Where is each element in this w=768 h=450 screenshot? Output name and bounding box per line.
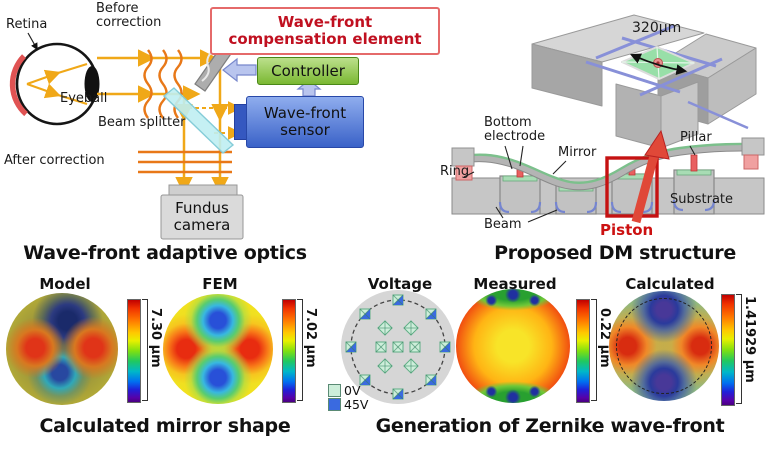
electrode-0V <box>377 358 393 374</box>
calculated-colorbar-label: 1.41929 µm <box>742 296 757 383</box>
electrode-0V <box>403 358 419 374</box>
beam-splitter-label: Beam splitter <box>98 115 186 130</box>
dimension-label: 320µm <box>632 20 682 36</box>
electrode-0V <box>409 341 421 353</box>
wavefront-sensor-box: Wave-front sensor <box>246 96 364 148</box>
measured-colorbar <box>576 299 590 403</box>
dm-structure-title: Proposed DM structure <box>494 242 736 264</box>
fem-surface-plot <box>163 294 273 404</box>
electrode-45V <box>439 341 451 353</box>
electrode-0V <box>392 341 404 353</box>
model-surface-plot <box>6 293 118 405</box>
dm-cross-section <box>451 129 765 224</box>
eye-lens <box>84 66 100 102</box>
piston-arrow-head <box>644 129 670 160</box>
legend-0v: 0V <box>328 383 361 398</box>
mirror-label: Mirror <box>558 145 597 160</box>
electrode-45V <box>425 308 437 320</box>
legend-45v-label: 45V <box>344 397 369 412</box>
substrate-label: Substrate <box>670 192 734 207</box>
pistons <box>499 169 715 215</box>
mirror-membrane-coating <box>451 142 765 184</box>
eyeball-diagram <box>9 32 100 126</box>
model-plot-label: Model <box>39 275 91 293</box>
fundus-camera-shape <box>160 184 244 240</box>
model-colorbar <box>127 299 141 403</box>
retina-label: Retina <box>6 17 48 32</box>
mirror-shape-title: Calculated mirror shape <box>39 415 291 437</box>
dm-3d-view <box>531 14 757 149</box>
after-correction-wavefronts <box>138 150 232 174</box>
bottom-electrode-label: Bottom electrode <box>484 115 546 145</box>
legend-0v-label: 0V <box>344 383 361 398</box>
after-correction-label: After correction <box>4 153 105 168</box>
electrode-45V <box>425 374 437 386</box>
calculated-wavefront-plot <box>609 291 719 401</box>
retina-pointer <box>27 32 38 51</box>
model-colorbar-bracket <box>142 299 148 401</box>
model-colorbar-label: 7.30 µm <box>148 308 163 368</box>
fem-colorbar-bracket <box>297 299 303 401</box>
ring-right <box>743 154 759 170</box>
electrode-45V <box>345 341 357 353</box>
electrode-45V <box>392 388 404 400</box>
electrode-array <box>345 294 451 400</box>
electrode-45V <box>359 308 371 320</box>
adaptive-optics-title: Wave-front adaptive optics <box>23 242 307 264</box>
fem-colorbar-label: 7.02 µm <box>303 308 318 368</box>
electrode-45V <box>359 374 371 386</box>
measured-plot-label: Measured <box>473 275 557 293</box>
piston-arrow-shaft <box>631 150 660 224</box>
electrode-0V <box>375 341 387 353</box>
legend-45v-swatch <box>328 398 341 411</box>
leader-lines <box>463 145 696 223</box>
zernike-title: Generation of Zernike wave-front <box>375 415 725 437</box>
electrode-45V <box>392 294 404 306</box>
fundus-camera-label: Fundus camera <box>173 199 231 234</box>
before-correction-label: Before correction <box>96 1 162 31</box>
beam-label: Beam <box>484 217 522 232</box>
controller-box: Controller <box>257 57 359 85</box>
measured-wavefront-plot <box>456 289 570 403</box>
eyeball-label: Eyeball <box>60 91 108 106</box>
legend-0v-swatch <box>328 384 341 397</box>
legend-45v: 45V <box>328 397 368 412</box>
compensation-element-box: Wave-front compensation element <box>210 7 440 55</box>
dimension-arrow <box>630 53 688 76</box>
fem-colorbar <box>282 299 296 403</box>
beam-brackets <box>498 199 716 214</box>
voltage-plot-label: Voltage <box>367 275 433 293</box>
pillar-label: Pillar <box>680 130 712 145</box>
voltage-map-plot <box>341 290 455 404</box>
fem-plot-label: FEM <box>202 275 238 293</box>
retina-arc <box>9 54 28 117</box>
piston-highlight-box <box>605 156 659 218</box>
electrode-0V <box>403 320 419 336</box>
calculated-colorbar <box>721 294 735 406</box>
measured-colorbar-bracket <box>591 299 597 401</box>
beam-splitter-plate <box>162 87 235 154</box>
electrode-0V <box>377 320 393 336</box>
calculated-colorbar-bracket <box>736 294 742 404</box>
controller-to-mirror-arrow <box>222 57 257 83</box>
calculated-plot-label: Calculated <box>625 275 715 293</box>
ring-label: Ring <box>440 164 470 179</box>
piston-label: Piston <box>600 221 654 239</box>
calculated-dashed-circle <box>616 298 712 394</box>
measured-colorbar-label: 0.22 µm <box>597 308 612 368</box>
light-beams <box>97 49 242 195</box>
